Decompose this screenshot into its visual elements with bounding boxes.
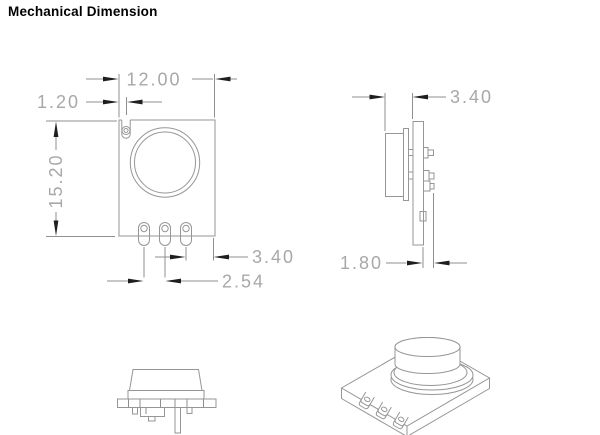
iso-notch-2 <box>375 401 392 420</box>
side-pin-bridge-2 <box>408 171 414 180</box>
front-view: 12.00 1.20 15.20 <box>37 70 295 292</box>
iso-can-top <box>394 337 461 357</box>
isometric-view <box>340 337 491 435</box>
page-title: Mechanical Dimension <box>8 4 158 19</box>
elev-long-pin <box>174 407 181 434</box>
front-mount-hole-inner <box>123 128 129 133</box>
dim-pin-length: 1.80 <box>340 193 467 273</box>
side-view: 3.40 1.80 <box>340 87 493 273</box>
dim-board-height-label: 15.20 <box>46 153 66 208</box>
side-pin-1 <box>423 147 434 159</box>
front-can-inner-circle <box>134 131 196 194</box>
front-mount-hole-outer <box>121 126 131 135</box>
dim-board-height: 15.20 <box>46 120 117 237</box>
dim-pin-pitch-label: 2.54 <box>222 272 265 292</box>
front-pin-1 <box>138 222 150 246</box>
side-pin-2 <box>423 170 435 182</box>
iso-notch-1 <box>358 391 375 410</box>
dim-pin-to-edge: 3.40 <box>143 238 295 278</box>
side-can-flange <box>403 128 409 201</box>
elev-stub-2 <box>186 407 193 414</box>
front-can-outer-circle <box>129 127 201 198</box>
front-board-outline <box>118 119 216 237</box>
dim-hole-offset-label: 1.20 <box>37 92 80 112</box>
side-pin-bridge-1 <box>408 149 414 156</box>
dim-board-width: 12.00 <box>86 70 237 118</box>
side-solder-tab <box>419 211 427 222</box>
elev-bracket-tab <box>148 416 156 422</box>
dim-total-height: 3.40 <box>352 87 493 131</box>
dim-pin-pitch: 2.54 <box>107 272 265 292</box>
front-pin-3 <box>180 222 192 246</box>
elev-flange <box>127 390 205 400</box>
dim-hole-offset: 1.20 <box>37 92 162 115</box>
side-pin-3 <box>423 180 435 192</box>
elev-can <box>128 369 203 391</box>
side-pcb <box>412 121 424 246</box>
elev-stub-1 <box>132 407 138 415</box>
dim-pin-length-label: 1.80 <box>340 253 383 273</box>
front-pin-2 <box>159 222 171 246</box>
elev-bracket <box>140 407 165 417</box>
elev-pcb <box>117 398 217 408</box>
dim-total-height-label: 3.40 <box>450 87 493 107</box>
dim-board-width-label: 12.00 <box>126 70 181 90</box>
iso-notch-3 <box>392 411 409 430</box>
elev-pcb-ticks <box>128 399 204 408</box>
side-can-body <box>385 133 404 197</box>
dim-pin-to-edge-label: 3.40 <box>252 247 295 267</box>
bottom-elevation-view <box>117 369 217 434</box>
